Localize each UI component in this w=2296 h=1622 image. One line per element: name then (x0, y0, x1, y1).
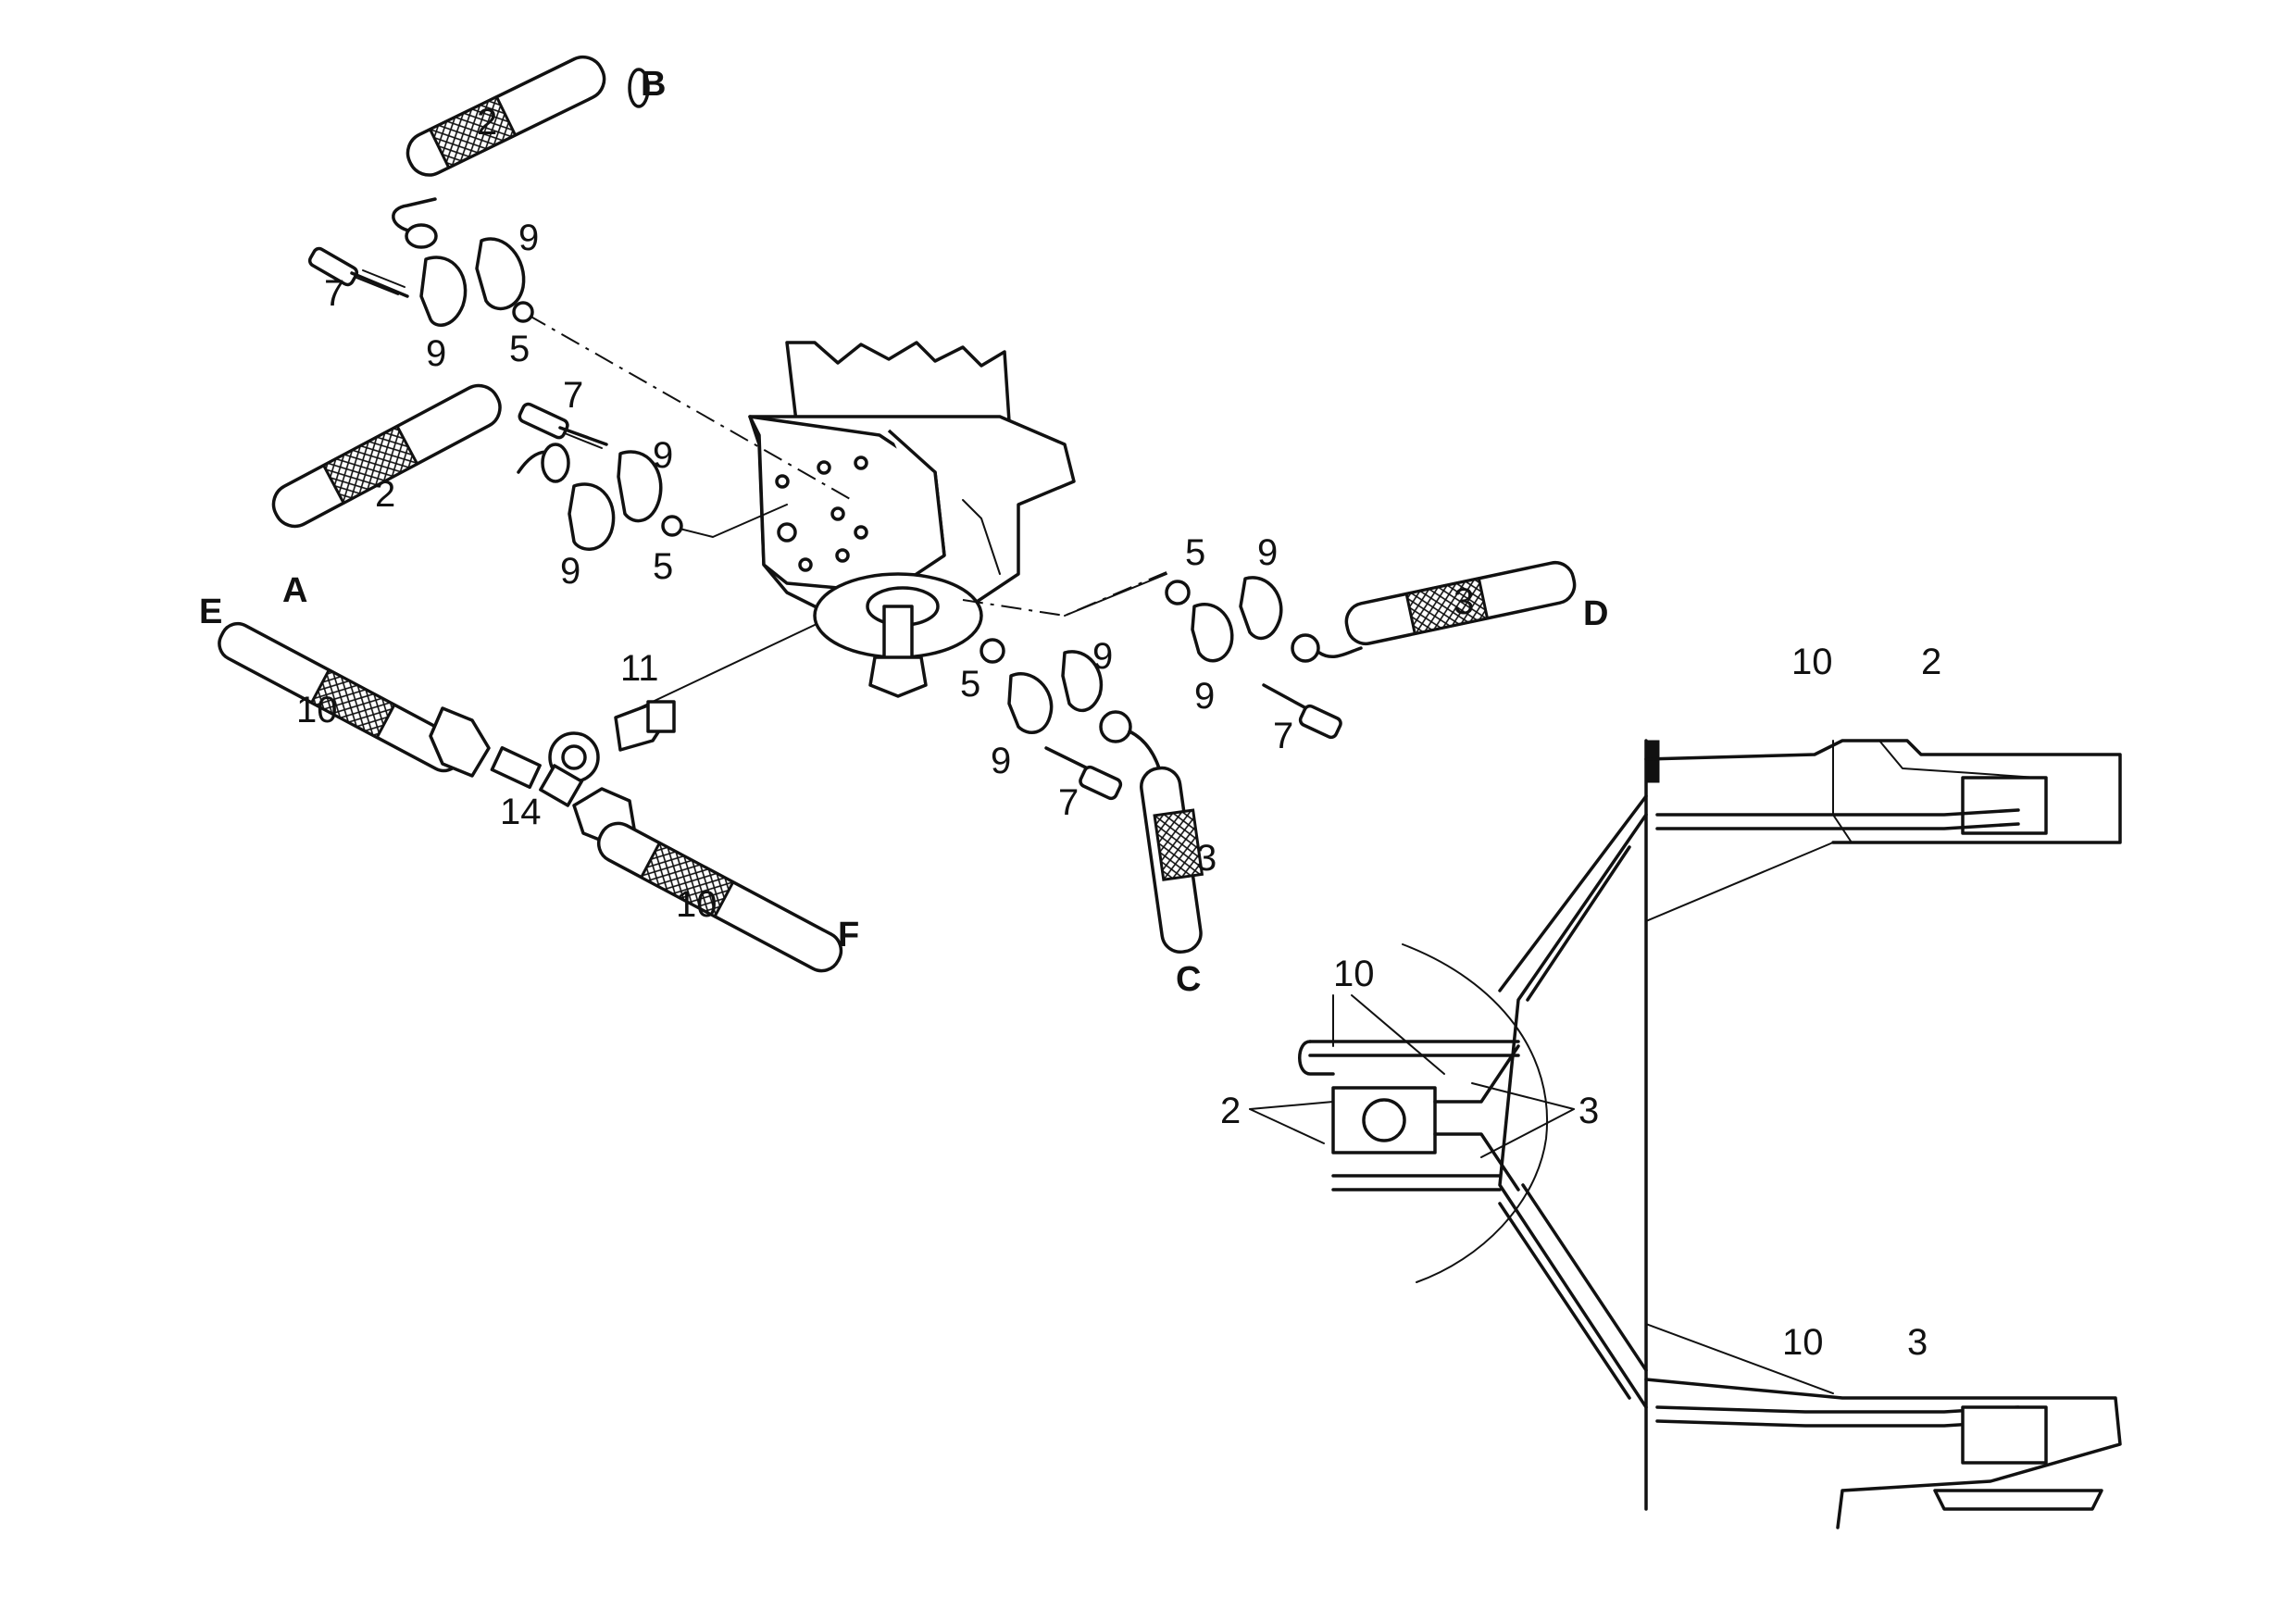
callout-9-right-top: 9 (1257, 532, 1278, 573)
callout-3-detail: 3 (1578, 1091, 1599, 1131)
flange-clamp-set-right (1165, 576, 1342, 740)
flange-clamp-set-top (307, 237, 534, 327)
callout-10-hose-E: 10 (296, 690, 338, 730)
callout-10-arm-bottom: 10 (1782, 1322, 1824, 1363)
callout-7-top: 7 (324, 273, 344, 314)
callout-2-arm-top: 2 (1921, 642, 1941, 682)
callout-9-right-left: 9 (1194, 676, 1215, 717)
hose-2-to-port-A (271, 383, 570, 529)
port-label-A: A (282, 571, 307, 610)
hose-10-to-port-E (218, 621, 491, 778)
port-label-D: D (1583, 594, 1608, 633)
callout-9-top-left: 9 (426, 333, 446, 374)
callout-3-arm-bottom: 3 (1907, 1322, 1928, 1363)
callout-9-mid-left: 9 (560, 551, 580, 592)
callout-3-hose-C: 3 (1196, 838, 1217, 879)
hose-3-to-port-C (1099, 710, 1204, 954)
callout-2-detail: 2 (1220, 1091, 1241, 1131)
callout-7-mid: 7 (563, 375, 583, 416)
callout-2-hose-A: 2 (375, 474, 395, 515)
callout-5-right: 5 (1185, 532, 1205, 573)
boom-arm-view (1249, 739, 2122, 1529)
callout-2-hose-B: 2 (477, 102, 497, 143)
assembly-centerlines (527, 314, 1167, 709)
fitting-14 (490, 731, 600, 807)
callout-9-mid-right: 9 (653, 435, 673, 476)
hose-3-to-port-D (1291, 560, 1577, 663)
callout-14-fitting: 14 (500, 792, 542, 832)
callout-7-right: 7 (1273, 716, 1293, 756)
flange-clamp-set-lower (980, 638, 1123, 801)
callout-5-top: 5 (509, 329, 530, 369)
callout-labels: 2 B 7 9 9 5 7 9 2 9 5 A E 10 11 14 10 F … (199, 65, 1941, 1363)
port-label-F: F (838, 916, 859, 954)
callout-11-fitting: 11 (620, 648, 659, 689)
port-label-B: B (641, 65, 666, 104)
callout-7-lower: 7 (1058, 782, 1079, 823)
callout-9-top-right: 9 (518, 218, 539, 258)
callout-10-detail: 10 (1333, 954, 1375, 994)
port-label-C: C (1176, 960, 1201, 999)
callout-3-hose-D: 3 (1454, 581, 1474, 622)
callout-5-mid: 5 (653, 546, 673, 587)
callout-9-lower-right: 9 (1092, 636, 1113, 677)
hose-2-to-port-B (392, 55, 650, 249)
fitting-11 (614, 700, 676, 752)
flange-clamp-set-mid (518, 402, 683, 551)
callout-10-arm-top: 10 (1791, 642, 1833, 682)
callout-10-hose-F: 10 (676, 884, 718, 925)
hose-10-to-port-F (572, 787, 843, 973)
hydraulic-motor-body (748, 341, 1076, 698)
callout-5-lower-mid: 5 (960, 664, 980, 705)
port-label-E: E (199, 593, 222, 631)
callout-9-lower-left: 9 (991, 741, 1011, 781)
